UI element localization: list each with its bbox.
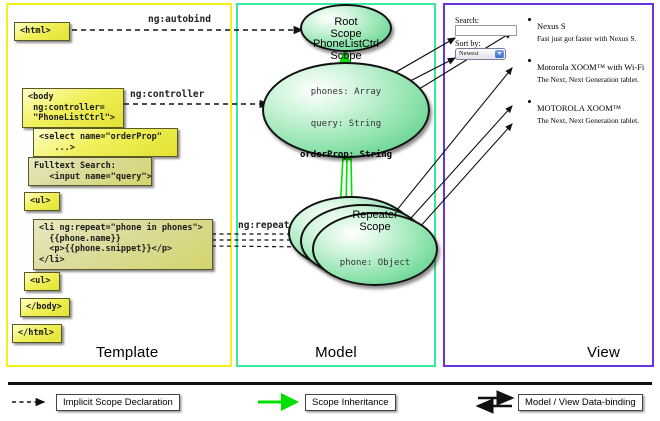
code-box-html-close: </html>	[12, 324, 62, 343]
scope-root-title: Root Scope	[330, 15, 362, 40]
phone-snippet: Fast just got faster with Nexus S.	[537, 34, 637, 43]
edge-label-ng-controller: ng:controller	[130, 89, 205, 100]
scope-repeater-title: Repeater Scope	[352, 208, 398, 233]
bullet-icon	[528, 59, 531, 62]
legend-implicit-scope-declaration: Implicit Scope Declaration	[56, 394, 180, 411]
legend-scope-inheritance: Scope Inheritance	[305, 394, 396, 411]
scope-prop-phones: phones: Array	[310, 86, 382, 97]
chevron-down-icon: ▾	[495, 50, 504, 58]
legend-divider	[8, 382, 652, 385]
bullet-icon	[528, 18, 531, 21]
phone-title: Nexus S	[537, 21, 566, 31]
sort-by-label: Sort by:	[455, 39, 481, 48]
code-box-html-open: <html>	[14, 22, 70, 41]
scope-repeater-props: phone: Object	[340, 236, 410, 289]
panel-template-title: Template	[96, 344, 159, 361]
scope-phonelistctrl: PhoneListCtrl Scope phones: Array query:…	[262, 38, 430, 160]
list-item: MOTOROLA XOOM™	[528, 98, 621, 116]
sort-by-selected-value: Newest	[459, 50, 479, 57]
code-box-body-open: <body ng:controller= "PhoneListCtrl">	[22, 88, 124, 128]
list-item: Nexus S	[528, 16, 566, 34]
phone-snippet: The Next, Next Generation tablet.	[537, 75, 640, 84]
scope-repeater: Repeater Scope phone: Object	[312, 208, 438, 289]
scope-prop-orderprop: orderProp: String	[299, 150, 393, 161]
code-box-ul-close: <ul>	[24, 272, 60, 291]
scope-prop-phone: phone: Object	[339, 257, 411, 268]
panel-view-title: View	[586, 344, 621, 361]
code-box-ul-open: <ul>	[24, 192, 60, 211]
panel-model-title: Model	[315, 344, 357, 361]
legend: Implicit Scope Declaration Scope Inherit…	[0, 382, 660, 421]
edge-label-ng-repeat: ng:repeat	[238, 220, 290, 231]
scope-phonelistctrl-title: PhoneListCtrl Scope	[312, 37, 380, 63]
phone-title: Motorola XOOM™ with Wi-Fi	[537, 62, 645, 72]
edge-label-ng-autobind: ng:autobind	[148, 14, 211, 25]
scope-root: Root Scope	[300, 4, 392, 52]
bullet-icon	[528, 100, 531, 103]
sort-by-select[interactable]: Newest ▾	[455, 48, 506, 60]
scope-prop-query: query: String	[310, 118, 382, 129]
code-box-li-repeat: <li ng:repeat="phone in phones"> {{phone…	[33, 219, 213, 270]
search-label: Search:	[455, 16, 479, 25]
list-item: Motorola XOOM™ with Wi-Fi	[528, 57, 645, 75]
scope-phonelistctrl-props: phones: Array query: String orderProp: S…	[300, 65, 392, 182]
search-input[interactable]	[455, 25, 517, 36]
code-box-select-tag: <select name="orderProp" ...>	[33, 128, 178, 158]
phone-title: MOTOROLA XOOM™	[537, 103, 621, 113]
phone-snippet: The Next, Next Generation tablet.	[537, 116, 640, 125]
code-box-fulltext-search: Fulltext Search: <input name="query">	[28, 157, 152, 187]
legend-model-view-data-binding: Model / View Data-binding	[518, 394, 643, 411]
code-box-body-close: </body>	[20, 298, 70, 317]
